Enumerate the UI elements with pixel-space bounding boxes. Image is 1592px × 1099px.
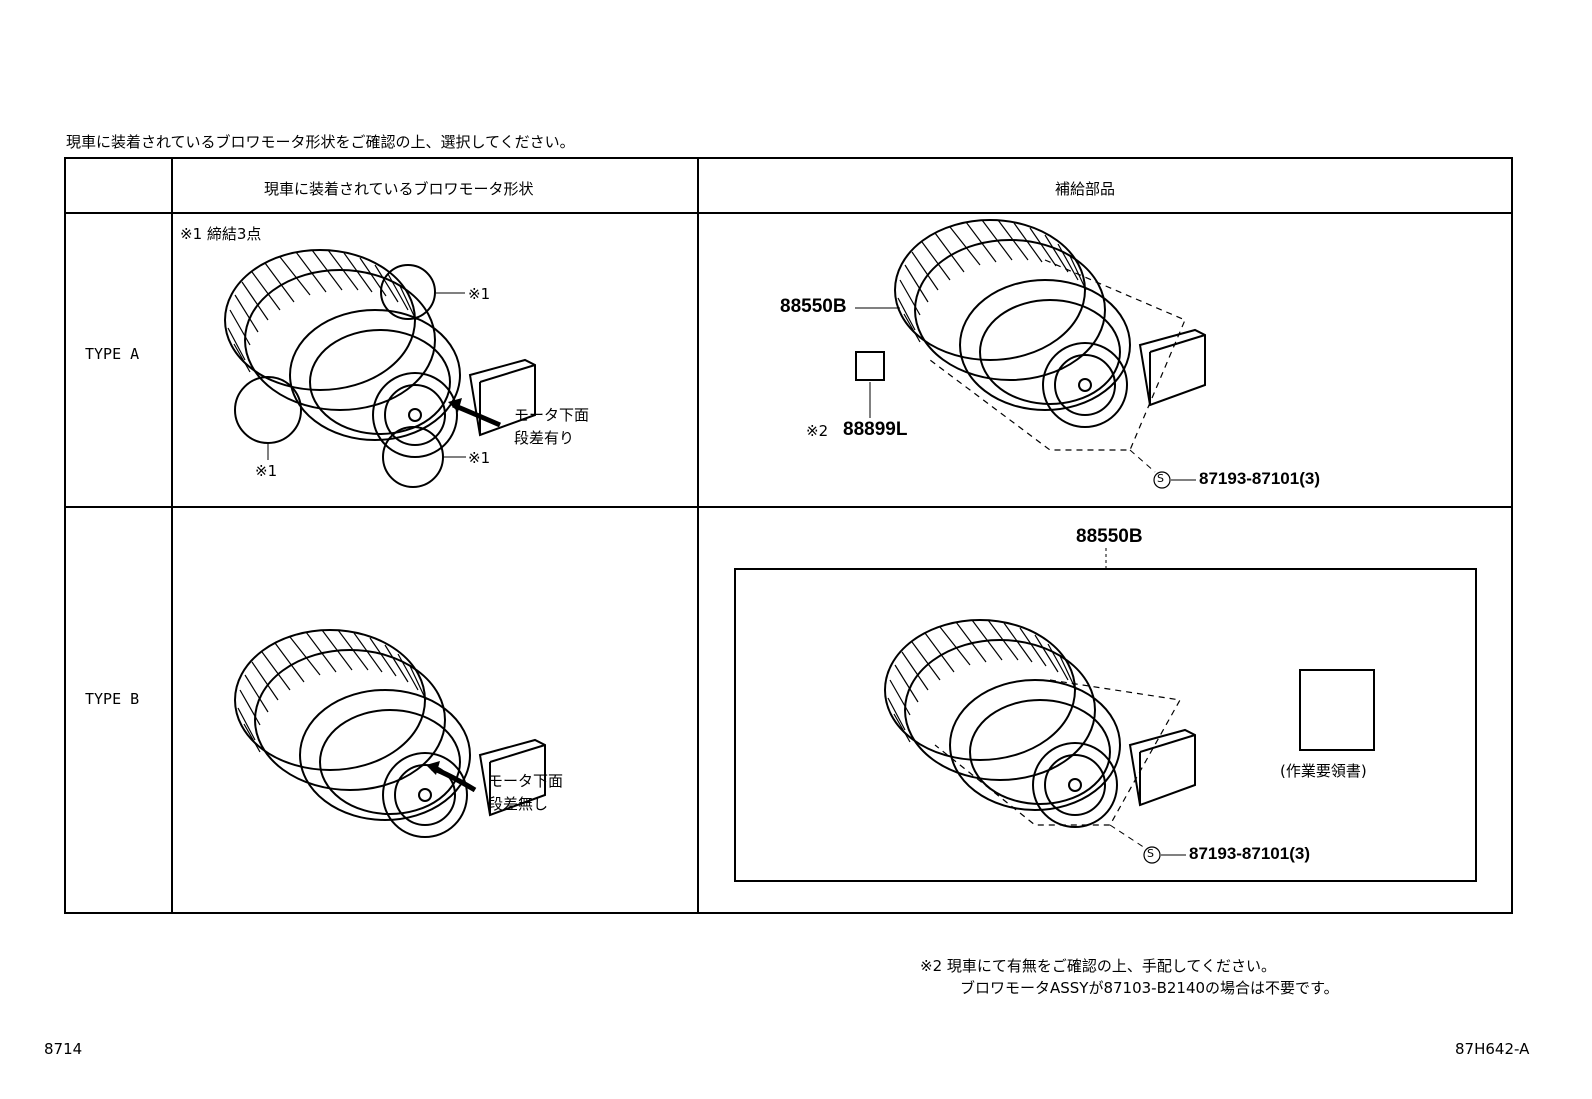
type-a-arrow-head — [448, 398, 462, 412]
type-b-step-line1: モータ下面 — [488, 772, 564, 790]
type-a-note: ※1 締結3点 — [180, 225, 262, 243]
type-b-arrow-head — [426, 761, 440, 775]
type-b-step-line2: 段差無し — [488, 795, 549, 813]
instruction-text: 現車に装着されているブロワモータ形状をご確認の上、選択してください。 — [66, 133, 575, 151]
type-a-part-main: 88550B — [780, 296, 847, 317]
type-b-screw-part: 87193-87101(3) — [1189, 844, 1310, 863]
type-a-label: TYPE A — [85, 345, 140, 363]
callout-mark-3: ※1 — [468, 449, 491, 467]
type-a-resistor-mark: ※2 — [806, 422, 829, 440]
footnote-line2: ブロワモータASSYが87103-B2140の場合は不要です。 — [960, 979, 1339, 997]
screw-symbol-b — [1143, 846, 1161, 864]
header-shape: 現車に装着されているブロワモータ形状 — [264, 180, 534, 198]
type-b-kit-box — [734, 568, 1477, 882]
type-a-screw-part: 87193-87101(3) — [1199, 469, 1320, 488]
type-a-step-line2: 段差有り — [514, 429, 575, 447]
screw-symbol-a — [1153, 471, 1171, 489]
type-b-screw-symbol: S — [1147, 847, 1154, 860]
type-b-part-blower-drawing — [884, 619, 1196, 828]
type-a-blower-drawing — [224, 249, 536, 458]
header-parts: 補給部品 — [1055, 180, 1116, 198]
manual-document-drawing — [1299, 669, 1375, 751]
callout-mark-1: ※1 — [468, 285, 491, 303]
type-b-part-main: 88550B — [1076, 526, 1143, 547]
type-a-step-line1: モータ下面 — [514, 406, 590, 424]
type-a-part-blower-drawing — [894, 219, 1206, 428]
resistor-drawing — [855, 351, 885, 381]
callout-mark-2: ※1 — [255, 462, 278, 480]
page-number: 8714 — [44, 1040, 83, 1058]
figure-code: 87H642-A — [1455, 1040, 1530, 1058]
table-frame — [64, 157, 1513, 914]
footnote-line1: ※2 現車にて有無をご確認の上、手配してください。 — [920, 957, 1276, 975]
type-a-screw-dashed-lines — [929, 259, 1186, 451]
type-a-callout-circles — [234, 264, 466, 488]
type-a-resistor-part: 88899L — [843, 419, 908, 440]
type-b-label: TYPE B — [85, 690, 140, 708]
manual-label: (作業要領書) — [1280, 762, 1367, 780]
type-a-screw-symbol: S — [1157, 472, 1164, 485]
